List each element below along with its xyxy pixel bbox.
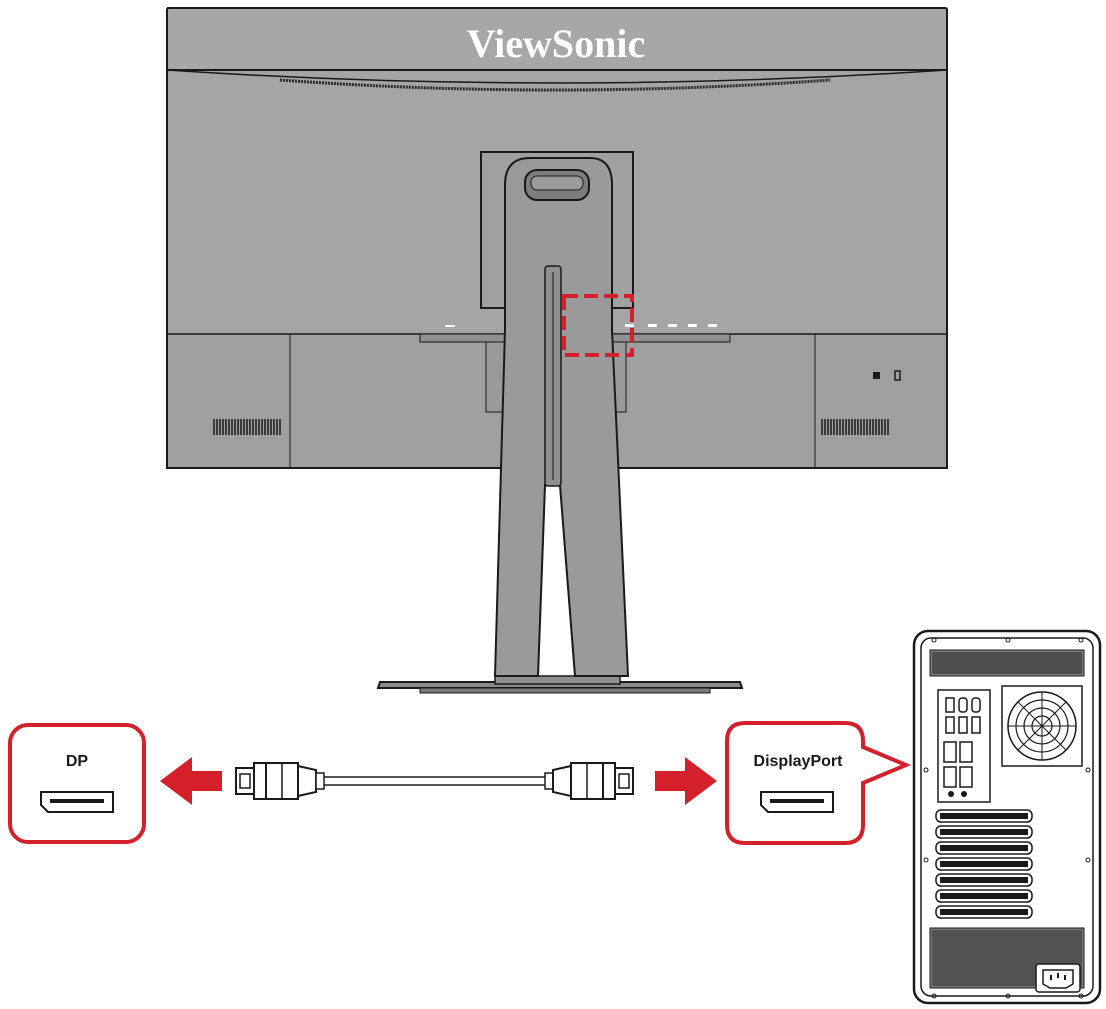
displayport-socket-icon xyxy=(760,791,834,813)
port-row xyxy=(445,324,717,327)
usb-port-row-1 xyxy=(945,697,981,713)
speaker-grill-left xyxy=(213,419,281,435)
arrow-left-icon xyxy=(160,757,222,805)
power-button-icon xyxy=(894,370,901,381)
displayport-socket-icon xyxy=(40,791,114,813)
pc-tower-icon xyxy=(912,629,1102,1005)
kensington-lock-icon xyxy=(873,372,880,379)
power-socket-icon xyxy=(1035,963,1081,993)
video-ports xyxy=(943,741,973,788)
computer-port-label: DisplayPort xyxy=(754,753,844,770)
usb-port-row-2 xyxy=(945,716,981,734)
port-highlight-box xyxy=(562,294,634,357)
monitor-brand-logo: ViewSonic xyxy=(467,21,646,66)
audio-jack-icon xyxy=(948,791,954,797)
computer-port-callout: DisplayPort xyxy=(725,721,912,845)
expansion-slots xyxy=(935,809,1033,919)
stand-base-foot xyxy=(419,687,711,694)
monitor-port-callout: DP xyxy=(8,723,146,844)
monitor-port-label: DP xyxy=(66,753,89,770)
displayport-cable-icon xyxy=(235,762,634,800)
speaker-grill-right xyxy=(821,419,889,435)
monitor-back-icon: ViewSonic xyxy=(166,7,948,694)
arrow-right-icon xyxy=(655,757,717,805)
